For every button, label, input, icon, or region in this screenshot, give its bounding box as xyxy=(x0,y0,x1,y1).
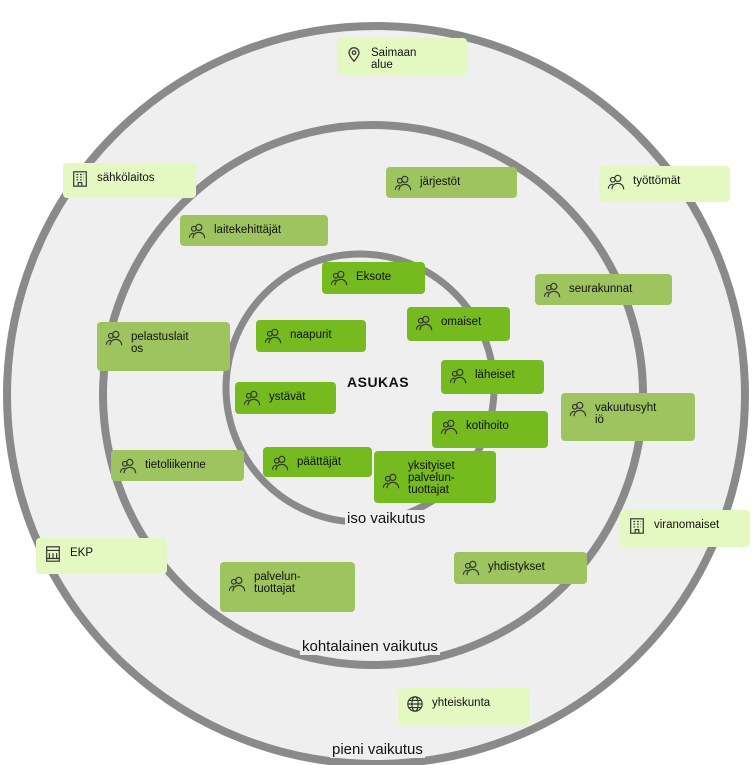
ring-label-iso: iso vaikutus xyxy=(345,510,428,527)
people-icon xyxy=(382,472,400,490)
node-eksote[interactable]: Eksote xyxy=(322,262,425,294)
node-paattajat[interactable]: päättäjät xyxy=(263,447,372,477)
node-vakuutusyhtio[interactable]: vakuutusyht iö xyxy=(561,393,695,441)
node-label: EKP xyxy=(70,547,94,559)
node-label: laitekehittäjät xyxy=(214,224,282,236)
node-yhteiskunta[interactable]: yhteiskunta xyxy=(398,688,530,725)
node-pelastuslaitos[interactable]: pelastuslait os xyxy=(97,322,230,371)
ring-label-pieni: pieni vaikutus xyxy=(330,741,425,758)
node-tietoliikenne[interactable]: tietoliikenne xyxy=(111,450,244,481)
node-label: seurakunnat xyxy=(569,283,633,295)
node-label: yksityiset palvelun- tuottajat xyxy=(408,460,455,496)
node-laitekehittajat[interactable]: laitekehittäjät xyxy=(180,215,328,246)
node-label: viranomaiset xyxy=(654,519,720,531)
people-icon xyxy=(105,329,123,347)
people-icon xyxy=(449,367,467,385)
node-label: tietoliikenne xyxy=(145,459,206,471)
node-label: kotihoito xyxy=(466,420,509,432)
globe-icon xyxy=(406,695,424,713)
node-label: Saimaan alue xyxy=(371,47,417,71)
node-label: päättäjät xyxy=(297,456,342,468)
bank-building-icon xyxy=(44,545,62,563)
building-icon xyxy=(71,170,89,188)
node-naapurit[interactable]: naapurit xyxy=(256,320,366,352)
people-icon xyxy=(543,281,561,299)
node-label: järjestöt xyxy=(420,176,461,188)
center-label: ASUKAS xyxy=(347,374,410,390)
node-sahkolaitos[interactable]: sähkölaitos xyxy=(63,163,196,198)
node-label: pelastuslait os xyxy=(131,331,189,355)
node-label: sähkölaitos xyxy=(97,172,155,184)
location-pin-icon xyxy=(345,45,363,63)
node-omaiset[interactable]: omaiset xyxy=(407,307,510,341)
node-ekp[interactable]: EKP xyxy=(36,538,167,574)
people-icon xyxy=(607,173,625,191)
node-label: vakuutusyht iö xyxy=(595,402,657,426)
node-seurakunnat[interactable]: seurakunnat xyxy=(535,274,672,305)
people-icon xyxy=(415,314,433,332)
node-label: läheiset xyxy=(475,369,515,381)
node-label: yhdistykset xyxy=(488,561,545,573)
people-icon xyxy=(330,269,348,287)
people-icon xyxy=(569,400,587,418)
node-label: työttömät xyxy=(633,175,681,187)
node-label: ystävät xyxy=(269,391,306,403)
building-icon xyxy=(628,517,646,535)
node-label: omaiset xyxy=(441,316,482,328)
node-tyottomat[interactable]: työttömät xyxy=(599,166,730,202)
people-icon xyxy=(243,389,261,407)
node-label: Eksote xyxy=(356,271,392,283)
node-kotihoito[interactable]: kotihoito xyxy=(432,411,548,448)
node-jarjestot[interactable]: järjestöt xyxy=(386,167,517,198)
people-icon xyxy=(188,222,206,240)
people-icon xyxy=(440,418,458,436)
node-label: yhteiskunta xyxy=(432,697,491,709)
node-label: naapurit xyxy=(290,329,332,341)
people-icon xyxy=(271,454,289,472)
node-palveluntuottajat[interactable]: palvelun- tuottajat xyxy=(220,562,355,612)
node-yksityiset[interactable]: yksityiset palvelun- tuottajat xyxy=(374,451,496,503)
node-yhdistykset[interactable]: yhdistykset xyxy=(454,552,587,584)
node-saimaan-alue[interactable]: Saimaan alue xyxy=(337,38,467,75)
node-laheiset[interactable]: läheiset xyxy=(441,360,544,394)
people-icon xyxy=(119,457,137,475)
people-icon xyxy=(264,327,282,345)
ring-label-kohtalainen: kohtalainen vaikutus xyxy=(300,638,440,655)
people-icon xyxy=(394,174,412,192)
node-ystavat[interactable]: ystävät xyxy=(235,382,336,414)
people-icon xyxy=(228,575,246,593)
people-icon xyxy=(462,559,480,577)
node-label: palvelun- tuottajat xyxy=(254,571,301,595)
node-viranomaiset[interactable]: viranomaiset xyxy=(620,510,750,547)
